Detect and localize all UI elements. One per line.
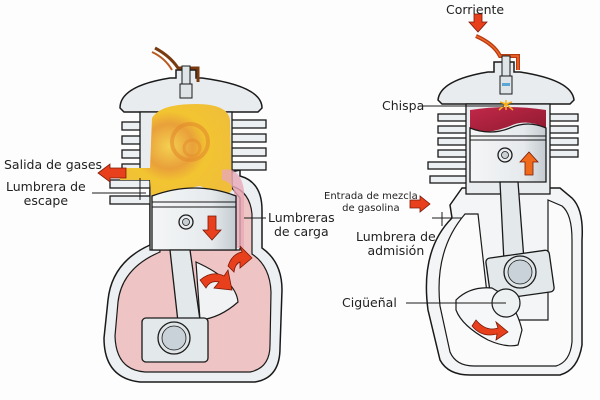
- left-spark-plug: [151, 46, 200, 99]
- crankshaft-rotation-arrow: [471, 319, 509, 341]
- label-crankshaft: Cigüeñal: [342, 295, 397, 310]
- label-spark: Chispa: [382, 98, 425, 113]
- left-engine: [92, 46, 283, 383]
- right-engine: [406, 13, 584, 376]
- right-piston-up-arrow: [519, 151, 539, 176]
- label-exhaust-out: Salida de gases: [4, 157, 103, 172]
- right-spark-plug: [475, 34, 520, 95]
- label-transfer-ports: Lumbreras de carga: [268, 210, 335, 240]
- left-charge-arrow-1: [199, 268, 233, 291]
- exhaust-out-arrow: [97, 163, 127, 183]
- intake-mix-arrow: [409, 195, 431, 213]
- right-piston: [469, 123, 547, 183]
- left-piston-down-arrow: [202, 215, 222, 241]
- left-piston: [151, 187, 237, 251]
- left-big-end: [141, 317, 209, 363]
- left-charge-arrow-2: [227, 245, 253, 273]
- label-exhaust-port: Lumbrera de escape: [6, 179, 86, 209]
- current-down-arrow: [468, 13, 488, 33]
- right-big-end: [485, 249, 555, 301]
- left-swirl: [170, 122, 210, 162]
- right-cooling-fins: [427, 113, 579, 184]
- left-transfer-passage: [222, 169, 244, 248]
- label-current: Corriente: [446, 2, 505, 17]
- label-intake-mix: Entrada de mezcla de gasolina: [324, 191, 418, 214]
- label-intake-port: Lumbrera de admisión: [356, 229, 436, 259]
- spark-icon: [498, 100, 514, 111]
- right-compressed-charge: [470, 107, 546, 133]
